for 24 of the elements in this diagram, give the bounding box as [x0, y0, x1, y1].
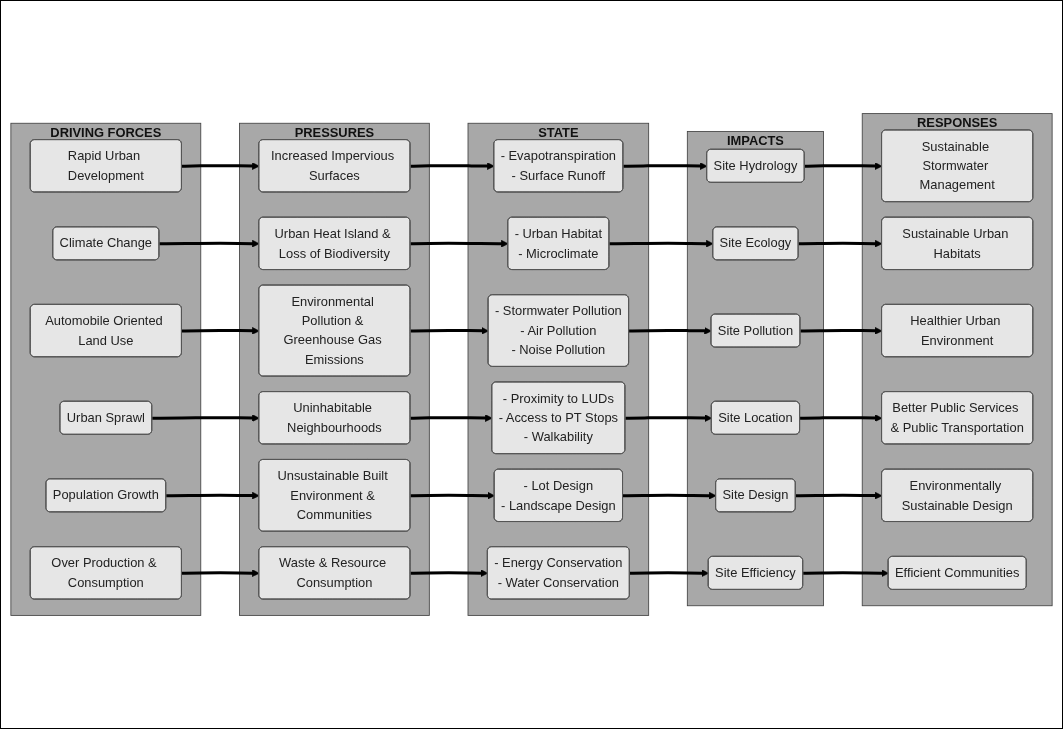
arrow [800, 327, 883, 335]
arrow [629, 327, 712, 335]
arrow [795, 491, 883, 500]
arrow [181, 162, 260, 170]
arrow [410, 239, 509, 248]
arrow [181, 327, 260, 335]
arrow [623, 162, 708, 170]
arrow [629, 569, 709, 577]
arrow [410, 162, 495, 170]
arrow [410, 327, 489, 335]
arrow [152, 414, 260, 422]
arrow [798, 239, 883, 248]
arrow [166, 491, 260, 500]
arrow [800, 414, 883, 422]
arrow [609, 239, 714, 248]
arrow [803, 569, 889, 577]
arrow [410, 491, 495, 500]
arrow [625, 414, 713, 422]
arrow [410, 414, 493, 422]
arrow [159, 239, 260, 248]
arrow [410, 569, 489, 577]
arrow [181, 569, 260, 577]
arrow [804, 162, 883, 170]
arrow [622, 491, 717, 500]
